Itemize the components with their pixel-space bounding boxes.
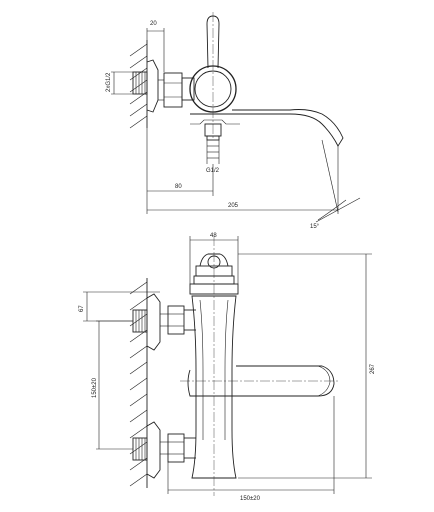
- dim-label-20: 20: [150, 21, 157, 27]
- mixer-body-front: [191, 295, 237, 479]
- top-view: 20 2xG1/2 G1/2 80 205 15°: [106, 12, 361, 230]
- dim-205: 205: [146, 128, 339, 214]
- dim-267: 267: [238, 253, 376, 479]
- hex-nut-top: [158, 72, 183, 108]
- dim-67: 67: [79, 291, 160, 322]
- mixer-body-inner2-front: [224, 299, 229, 440]
- spout-front: [187, 365, 335, 397]
- dim-48: 48: [189, 233, 239, 284]
- dim-label-48: 48: [210, 233, 217, 239]
- dim-label-267: 267: [370, 363, 376, 374]
- dim-80: 80: [147, 164, 214, 196]
- dim-20-top: 20: [146, 21, 165, 72]
- lower-connector-front: [132, 421, 185, 479]
- escutcheon-top: [146, 59, 159, 113]
- dim-label-angle: 15°: [310, 224, 320, 230]
- valve-body-top: [181, 77, 195, 101]
- front-view: 48 67 150±20 267 150±20: [79, 233, 376, 502]
- dim-thread-left: 2xG1/2: [106, 71, 133, 95]
- dim-spacing-bottom: 150±20: [167, 396, 335, 502]
- spout-underside-top: [190, 119, 240, 125]
- diverter-outlet-top: [204, 123, 222, 164]
- dim-label-80: 80: [175, 184, 182, 190]
- dim-label-thread-left: 2xG1/2: [106, 72, 112, 92]
- dim-spacing-vertical: 150±20: [92, 320, 133, 450]
- spout-top: [190, 109, 344, 147]
- dim-label-bottom-spacing: 150±20: [240, 496, 261, 502]
- dim-angle: 15°: [310, 139, 361, 230]
- handle-cap-front: [189, 253, 239, 295]
- mixer-body-inner-front: [199, 299, 204, 440]
- spout-front-tip: [317, 365, 331, 397]
- dim-label-205: 205: [228, 203, 239, 209]
- dim-label-spacing: 150±20: [92, 377, 98, 398]
- dim-label-67: 67: [79, 305, 85, 312]
- thread-connector-top: [132, 71, 148, 95]
